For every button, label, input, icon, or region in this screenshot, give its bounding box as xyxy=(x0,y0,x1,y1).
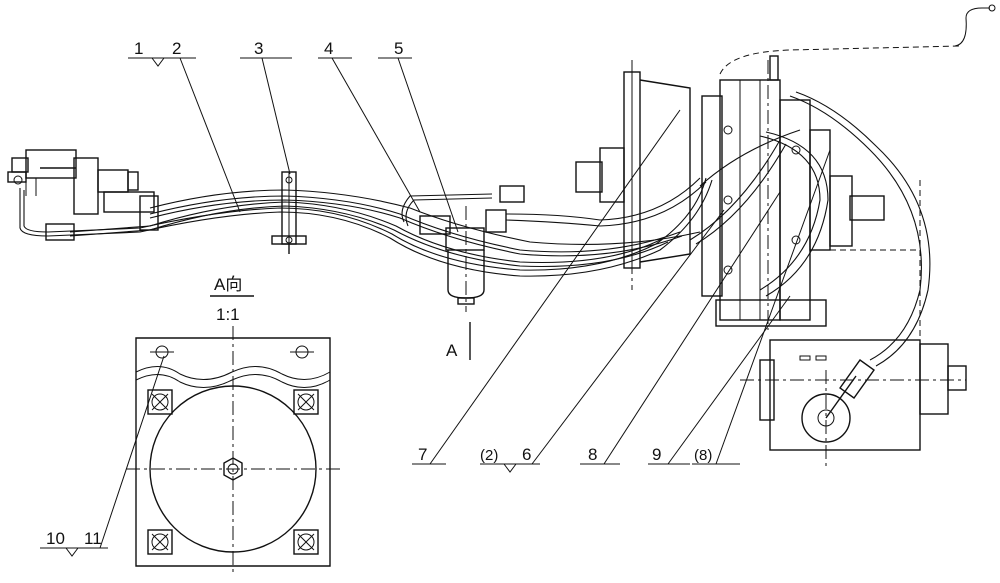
right-hoses xyxy=(689,91,931,367)
hose-bundle-1-2 xyxy=(19,177,713,277)
label-11: 11 xyxy=(84,529,102,548)
label-8: 8 xyxy=(588,445,597,464)
corner-bolt xyxy=(293,389,319,415)
label-10: 10 xyxy=(46,529,65,548)
label-1: 1 xyxy=(134,39,143,58)
view-a-detail xyxy=(126,295,340,576)
view-a-title: A向 xyxy=(214,275,242,294)
power-unit xyxy=(740,180,967,470)
label-4: 4 xyxy=(324,39,333,58)
label-6: 6 xyxy=(522,445,531,464)
corner-bolt xyxy=(147,389,173,415)
filter-5 xyxy=(401,177,707,312)
valve-block xyxy=(701,4,996,330)
label-5: 5 xyxy=(394,39,403,58)
part-labels: 1 2 3 4 5 7 (2) 6 8 9 (8) 10 11 A A向 1:1 xyxy=(46,39,712,548)
corner-bolt xyxy=(293,529,319,555)
label-7: 7 xyxy=(418,445,427,464)
label-2b: (2) xyxy=(480,447,498,464)
label-2: 2 xyxy=(172,39,181,58)
label-9: 9 xyxy=(652,445,661,464)
label-8b: (8) xyxy=(694,447,712,464)
panel-7 xyxy=(575,60,691,290)
view-a-scale: 1:1 xyxy=(216,305,240,324)
label-view-a: A xyxy=(446,341,458,360)
label-3: 3 xyxy=(254,39,263,58)
corner-bolt xyxy=(147,529,173,555)
leader-lines xyxy=(40,57,831,557)
left-valve-assembly xyxy=(7,149,155,215)
clamp-3 xyxy=(271,171,307,254)
